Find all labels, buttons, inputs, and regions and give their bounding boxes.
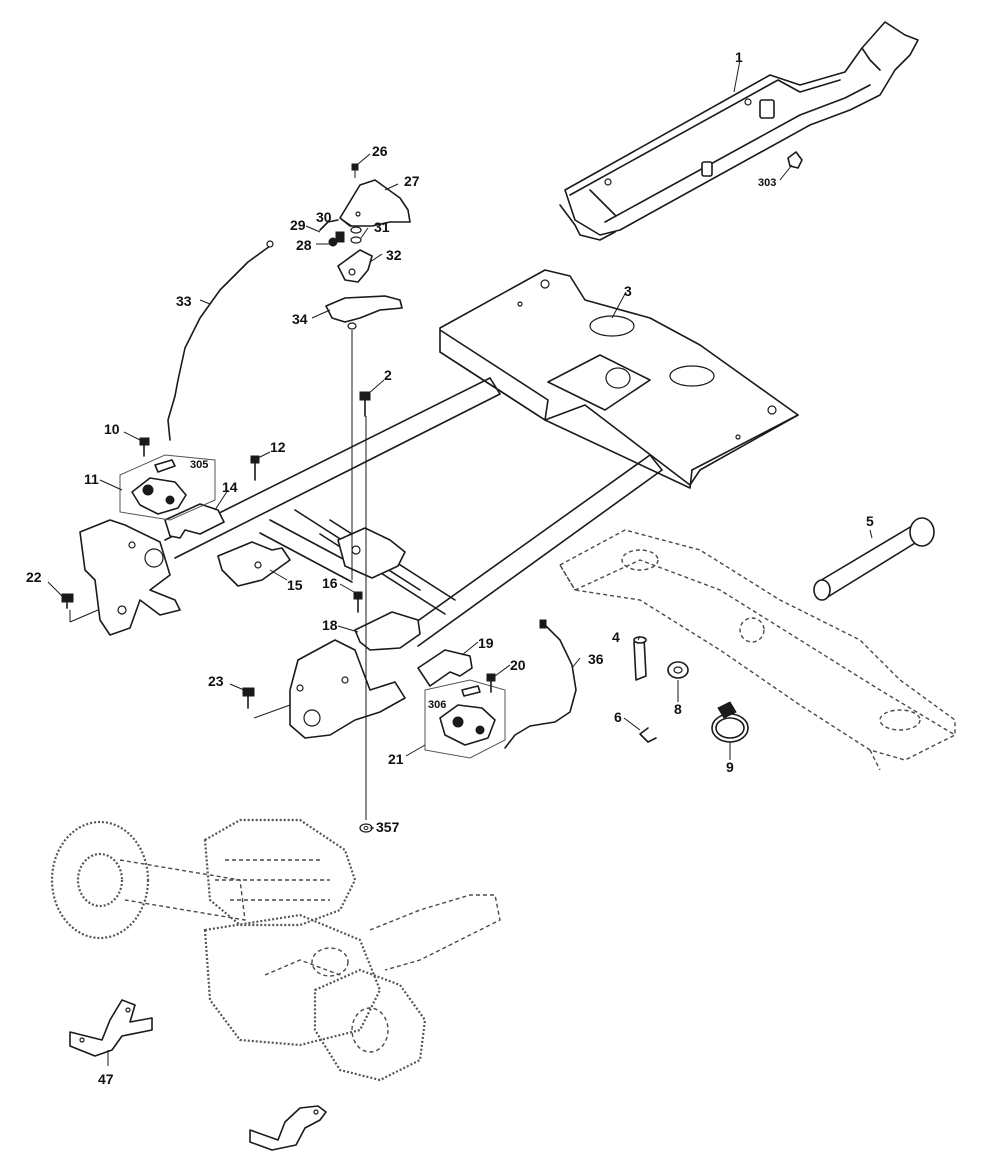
- ghost-axle-beam: [559, 529, 956, 771]
- callout-4: 4: [612, 629, 620, 645]
- ghost-rear-axle: [50, 818, 501, 1082]
- part-14-bracket: [164, 503, 225, 539]
- callouts: 1 303 3 2 5 4 6 8 9 10 11 305 12 14 15 1…: [26, 49, 874, 1087]
- callout-22: 22: [26, 569, 42, 585]
- callout-6: 6: [614, 709, 622, 725]
- callout-18: 18: [322, 617, 338, 633]
- callout-29: 29: [290, 217, 306, 233]
- part-21-caliper-assembly: [424, 679, 506, 759]
- part-28-29-fasteners: [319, 219, 345, 247]
- part-27-cover: [339, 179, 411, 227]
- part-34-bracket: [325, 295, 403, 330]
- callout-357: 357: [376, 819, 400, 835]
- callout-36: 36: [588, 651, 604, 667]
- callout-14: 14: [222, 479, 238, 495]
- part-16-bolt: [353, 591, 363, 613]
- callout-12: 12: [270, 439, 286, 455]
- callout-11: 11: [84, 471, 99, 487]
- part-11-caliper-assembly: [119, 454, 216, 521]
- part-12-bolt: [250, 455, 260, 481]
- callout-33: 33: [176, 293, 192, 309]
- callout-5: 5: [866, 513, 874, 529]
- callout-34: 34: [292, 311, 308, 327]
- callout-10: 10: [104, 421, 120, 437]
- callout-8: 8: [674, 701, 682, 717]
- callout-9: 9: [726, 759, 734, 775]
- callout-3: 3: [624, 283, 632, 299]
- callout-27: 27: [404, 173, 420, 189]
- part-19-bracket: [417, 649, 473, 687]
- callout-2: 2: [384, 367, 392, 383]
- callout-16: 16: [322, 575, 338, 591]
- part-47-strap-upper: [69, 999, 153, 1057]
- part-47-strap-lower: [249, 1105, 327, 1151]
- part-20-bolt: [486, 673, 496, 693]
- part-18-bracket: [354, 611, 421, 651]
- callout-303: 303: [758, 177, 776, 189]
- callout-28: 28: [296, 237, 312, 253]
- callout-26: 26: [372, 143, 388, 159]
- part-33-cable: [167, 240, 274, 441]
- part-4-pin: [633, 636, 647, 681]
- callout-19: 19: [478, 635, 494, 651]
- part-22-bolt: [61, 593, 74, 609]
- left-frame-bracket: [79, 519, 181, 636]
- callout-30: 30: [316, 209, 332, 225]
- part-3-mounting-plate: [439, 269, 799, 489]
- leader-lines: [47, 59, 873, 1066]
- callout-31: 31: [374, 219, 390, 235]
- callout-1: 1: [735, 49, 743, 65]
- center-pivot-mount: [337, 527, 406, 579]
- part-2-bolt: [359, 391, 371, 417]
- callout-21: 21: [388, 751, 404, 767]
- part-8-washer: [667, 661, 689, 679]
- part-36-cable: [504, 619, 577, 749]
- callout-47: 47: [98, 1071, 114, 1087]
- right-frame-bracket: [289, 639, 406, 739]
- part-1-tunnel-cover: [559, 21, 919, 241]
- callout-306: 306: [428, 699, 446, 711]
- part-32-lever: [337, 249, 373, 283]
- part-15-clamp: [217, 541, 291, 587]
- callout-32: 32: [386, 247, 402, 263]
- main-frame: [164, 377, 663, 647]
- part-30-31-washers: [350, 226, 362, 244]
- part-26-screw: [351, 163, 359, 178]
- callout-23: 23: [208, 673, 224, 689]
- callout-20: 20: [510, 657, 526, 673]
- callout-305: 305: [190, 459, 208, 471]
- callout-15: 15: [287, 577, 303, 593]
- part-10-bolt: [139, 437, 150, 457]
- part-9-hose-clamp: [711, 701, 749, 743]
- part-303-clip: [787, 151, 803, 169]
- part-23-bolt: [242, 687, 255, 709]
- part-6-clip: [639, 727, 657, 743]
- part-5-pivot-pin: [813, 517, 935, 601]
